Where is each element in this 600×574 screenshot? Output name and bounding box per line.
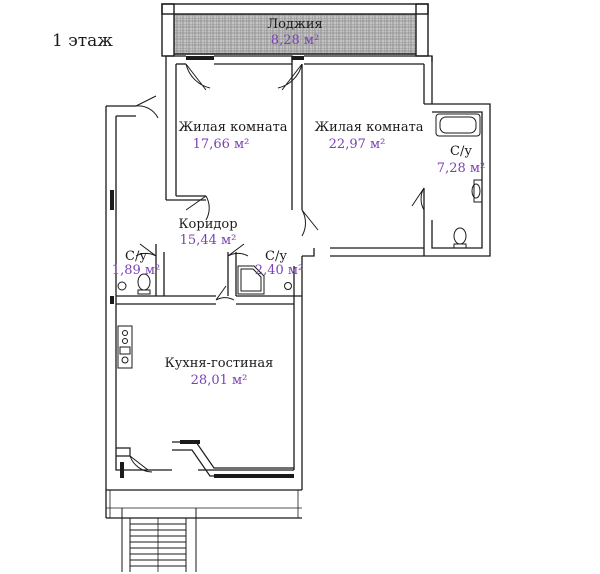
bathtub — [435, 113, 481, 137]
living2-area: 22,97 м² — [328, 137, 386, 152]
living2-name: Жилая комната — [314, 120, 424, 135]
kitchen-name: Кухня-гостиная — [164, 356, 274, 371]
bath-right-area: 7,28 м² — [436, 161, 486, 176]
stairs — [121, 508, 197, 572]
living1-area: 17,66 м² — [192, 137, 250, 152]
loggia — [161, 3, 429, 57]
stove — [117, 325, 133, 369]
bay-window — [116, 441, 294, 477]
bath-right-name: С/у — [450, 144, 472, 159]
kitchen-area: 28,01 м² — [190, 373, 248, 388]
loggia-name: Лоджия — [267, 17, 323, 32]
wc-left-area: 1,89 м² — [111, 263, 161, 278]
wc-mid-area: 2,40 м² — [254, 263, 304, 278]
sink-left — [117, 281, 127, 291]
outer-walls — [105, 55, 491, 519]
corridor-name: Коридор — [178, 217, 238, 232]
living1-name: Жилая комната — [178, 120, 288, 135]
floor-label: 1 этаж — [52, 31, 113, 51]
corridor-area: 15,44 м² — [179, 233, 237, 248]
toilet-right — [453, 227, 467, 249]
toilet-left — [137, 273, 151, 295]
shower-tray — [237, 265, 265, 295]
toilet-mid — [284, 282, 292, 290]
sink-right — [471, 179, 483, 203]
doors — [129, 63, 425, 473]
loggia-area: 8,28 м² — [270, 33, 320, 48]
wc-left-name: С/у — [125, 249, 147, 264]
wc-mid-name: С/у — [265, 249, 287, 264]
